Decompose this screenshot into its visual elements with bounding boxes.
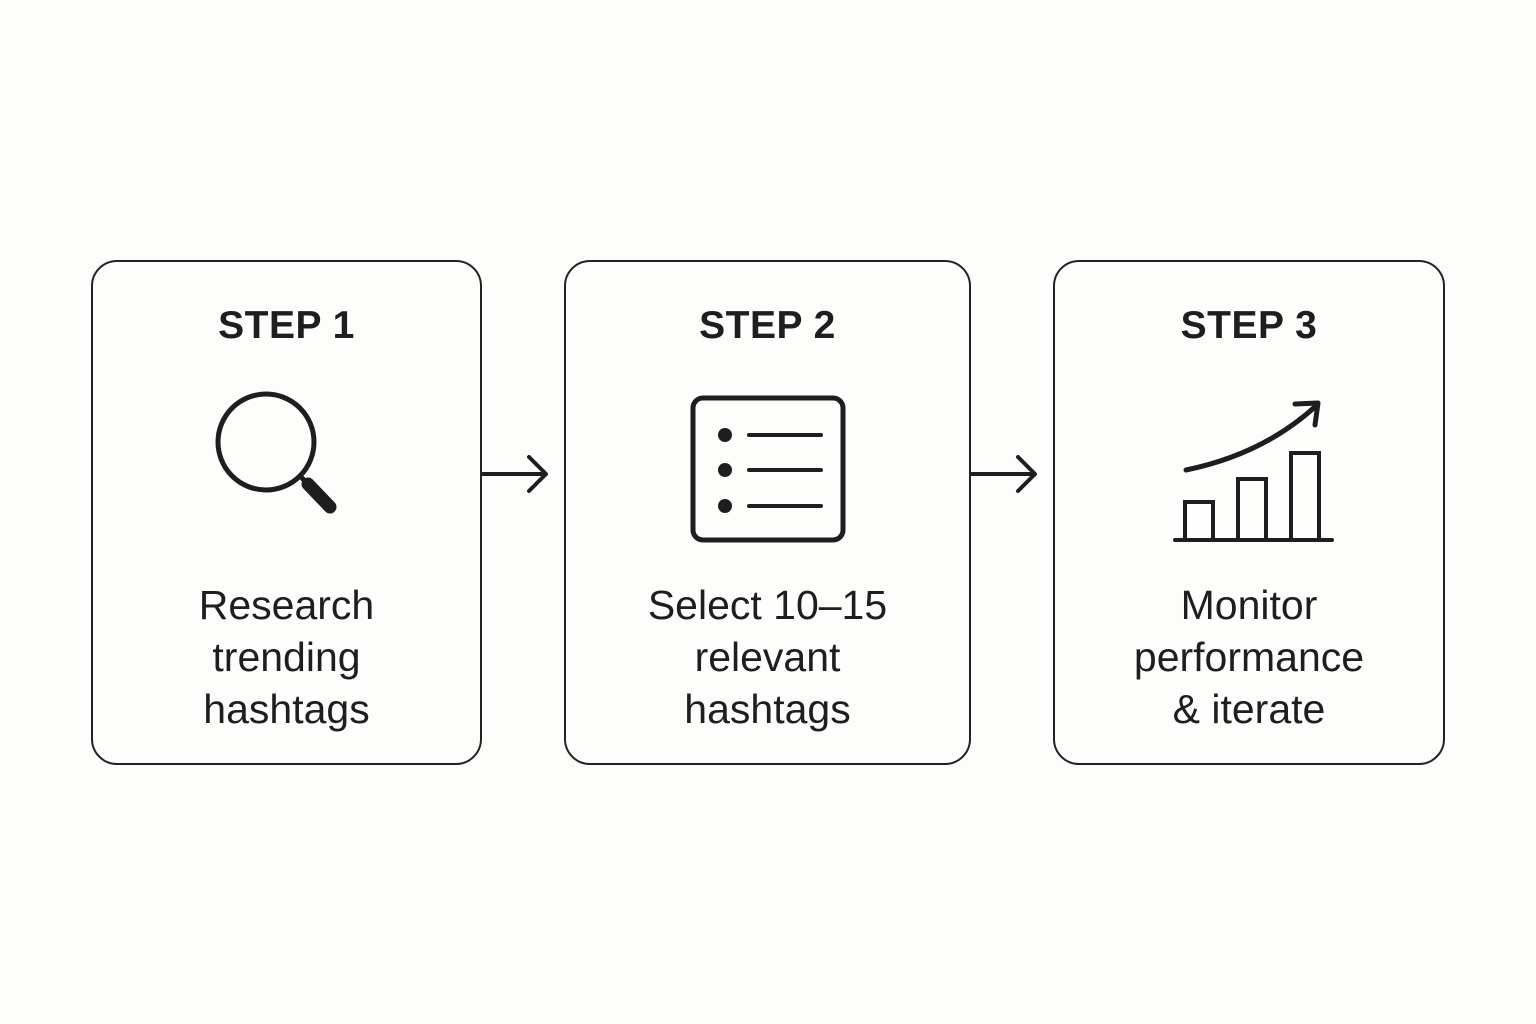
step-card-2: STEP 2 Select 10–15 relevant hashtags <box>564 260 971 765</box>
step-description: Monitor performance & iterate <box>1133 582 1365 732</box>
step-description: Research trending hashtags <box>198 582 375 732</box>
right-arrow-icon <box>481 454 553 494</box>
growth-bar-chart-icon <box>1154 390 1344 550</box>
step-title: STEP 1 <box>218 304 355 347</box>
step-card-3: STEP 3 Monitor performance & iterate <box>1053 260 1445 765</box>
step-card-1: STEP 1 Research trending hashtags <box>91 260 482 765</box>
magnifying-glass-icon <box>192 390 382 550</box>
right-arrow-icon <box>970 454 1042 494</box>
step-title: STEP 2 <box>699 304 836 347</box>
bulleted-list-icon <box>673 390 863 550</box>
step-description: Select 10–15 relevant hashtags <box>647 582 888 732</box>
step-title: STEP 3 <box>1180 304 1318 347</box>
